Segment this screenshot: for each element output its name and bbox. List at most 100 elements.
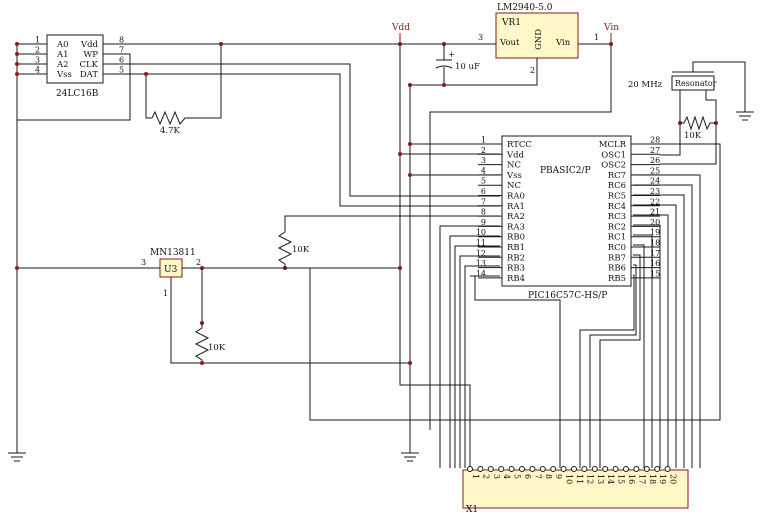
connector-pin-pad [602, 466, 609, 472]
regulator-gnd-label: GND [534, 29, 544, 50]
connector-pin-number: 4 [502, 474, 511, 479]
connector-pin-number: 16 [627, 474, 636, 484]
mcu-title: PBASIC2/P [540, 166, 591, 176]
mcu-right-pin-name: RC1 [608, 233, 626, 243]
mcu-left-pin-name: Vss [506, 171, 522, 181]
mcu-left-pin-number: 14 [476, 269, 486, 278]
mcu-right-pin-name: RB5 [608, 274, 626, 284]
mcu-right-pin-name: RC5 [608, 192, 626, 202]
connector-pin-number: 3 [492, 474, 501, 479]
regulator-ref: VR1 [501, 18, 521, 28]
mcu-left-pin-name: RA0 [507, 192, 525, 202]
connector-pin-pad [477, 466, 484, 472]
mcu-right-pin-name: RC0 [608, 243, 626, 253]
connector-pin-number: 11 [575, 474, 584, 484]
connector-pin-number: 15 [617, 474, 626, 484]
mcu-right-pin-number: 21 [650, 208, 660, 217]
eeprom-right-pin-number: 7 [119, 46, 124, 55]
mcu-right-pin-name: OSC1 [601, 150, 626, 160]
eeprom-left-pin-name: A1 [56, 50, 69, 60]
mcu-right-pin-number: 19 [650, 228, 660, 237]
eeprom-ref: 24LC16B [56, 89, 99, 99]
connector-pin-number: 14 [606, 474, 615, 484]
mcu-right-pin-name: RC2 [608, 222, 626, 232]
connector-pin-number: 12 [585, 474, 594, 484]
connector-pin-pad [508, 466, 515, 472]
regulator-pin-vout: 3 [478, 33, 483, 42]
power-wiring: + 10 uF [398, 42, 613, 468]
connector-pin-number: 19 [658, 474, 667, 484]
eeprom-left-pin-name: A0 [56, 40, 69, 50]
mcu-left-pin-name: RB1 [507, 243, 525, 253]
eeprom-right-pin-name: DAT [80, 70, 98, 80]
ground-symbol-right [736, 111, 754, 121]
mcu-right-pin-name: MCLR [599, 140, 627, 150]
regulator-part: LM2940-5.0 [497, 3, 553, 13]
eeprom-right-pin-number: 8 [119, 36, 124, 45]
mcu-right-pin-name: RC3 [608, 212, 626, 222]
mcu-part: PIC16C57C-HS/P [528, 291, 607, 301]
mcu-right-pin-name: RC4 [608, 202, 626, 212]
reset-pin-b: 2 [196, 258, 201, 267]
connector-pin-number: 18 [648, 474, 657, 484]
eeprom-right-pin-name: Vdd [80, 40, 99, 50]
connector-pin-number: 6 [523, 474, 532, 479]
connector-ref: X1 [466, 505, 478, 513]
connector-pin-pad [664, 466, 671, 472]
resonator: 20 MHz Resonator 10K [628, 61, 746, 165]
mcu-right-pin-number: 20 [650, 218, 660, 227]
connector-pin-number: 1 [471, 474, 480, 479]
connector-pin-number: 20 [669, 474, 678, 484]
eeprom-right-pin-name: WP [84, 50, 99, 60]
eeprom-wiring: 4.7K [15, 42, 500, 453]
connector-pin-number: 8 [544, 474, 553, 479]
mcu-left-pin-number: 6 [481, 187, 486, 196]
ground-symbol-center [401, 452, 419, 462]
mcu-left-pin-name: RTCC [507, 140, 532, 150]
eeprom-left-pin-number: 3 [35, 56, 40, 65]
mcu-right-pin-number: 22 [650, 197, 660, 206]
regulator-vout-label: Vout [499, 38, 520, 48]
mcu-right-pin-number: 23 [650, 187, 660, 196]
net-vdd-label: Vdd [391, 23, 410, 33]
eeprom-left-pin-number: 1 [35, 36, 40, 45]
mcu-left-pin-name: RA3 [507, 222, 525, 232]
cap-label: 10 uF [455, 62, 480, 72]
eeprom-left-pin-name: A2 [56, 60, 69, 70]
mcu-right-pin-number: 15 [650, 269, 660, 278]
connector-pin-pad [612, 466, 619, 472]
mcu-left-pin-number: 11 [476, 239, 486, 248]
mcu-right-pin-name: RC6 [608, 181, 626, 191]
resonator-label: Resonator [675, 79, 717, 88]
mcu-left-pin-number: 4 [481, 166, 486, 175]
connector-pin-pad [591, 466, 598, 472]
mcu-right-pin-number: 28 [650, 136, 660, 145]
connector-pin-pad [581, 466, 588, 472]
mcu-left-pin-number: 9 [481, 218, 486, 227]
regulator: LM2940-5.0 VR1 Vout Vin GND 3 1 2 [478, 3, 599, 75]
ground-symbol-left [8, 452, 26, 462]
mcu-left-wiring: 10K [277, 142, 500, 468]
mcu-left-pin-name: RB2 [507, 253, 525, 263]
osc-resistor-label: 10K [684, 131, 702, 141]
connector-pin-pad [560, 466, 567, 472]
reset-pin-a: 3 [141, 258, 146, 267]
mcu-left-pin-name: NC [507, 181, 521, 191]
eeprom-left-pin-name: Vss [56, 70, 72, 80]
reset-part: MN13811 [150, 248, 196, 258]
connector-pin-number: 5 [513, 474, 522, 479]
pullup-resistor-label: 4.7K [160, 126, 181, 136]
regulator-pin-gnd: 2 [530, 66, 535, 75]
mcu-right-pin-number: 27 [650, 146, 660, 155]
connector-pin-number: 10 [565, 474, 574, 484]
connector-pin-number: 17 [637, 474, 646, 484]
reset-resistor-label: 10K [208, 343, 226, 353]
mcu-right-pin-name: OSC2 [601, 161, 626, 171]
mcu-left-pin-name: RA2 [507, 212, 525, 222]
eeprom-left-pin-number: 2 [35, 46, 40, 55]
mcu-left-pin-number: 13 [476, 259, 486, 268]
